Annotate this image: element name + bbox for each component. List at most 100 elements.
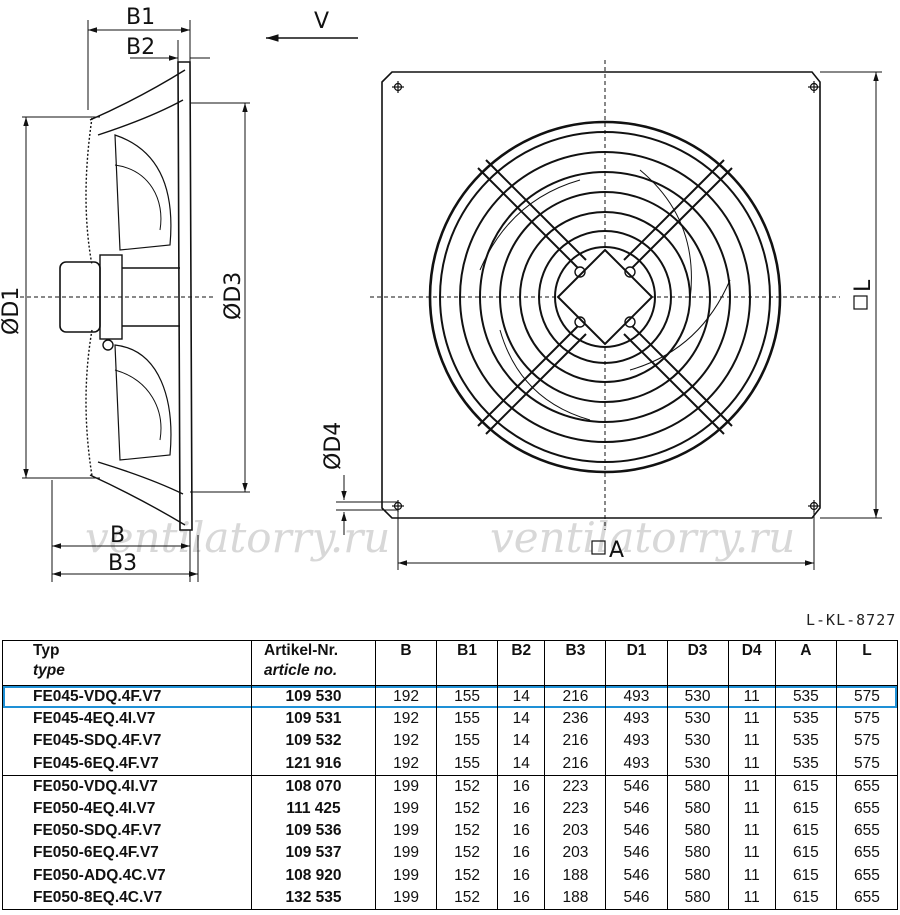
cell-a: 615	[774, 886, 837, 910]
cell-b3: 216	[544, 685, 606, 709]
cell-b2: 14	[497, 708, 545, 731]
cell-d3: 530	[666, 708, 729, 731]
cell-article: 132 535	[251, 886, 376, 910]
cell-article: 109 530	[251, 685, 376, 709]
cell-a: 535	[774, 708, 837, 731]
cell-l: 575	[835, 752, 899, 776]
cell-d3: 580	[666, 842, 729, 865]
cell-a: 615	[774, 797, 837, 821]
cell-b1: 155	[436, 708, 498, 731]
cell-d4: 11	[727, 708, 776, 731]
cell-type: FE045-SDQ.4F.V7	[2, 730, 252, 753]
dim-label-b2: B2	[126, 35, 155, 60]
cell-d4: 11	[727, 797, 776, 821]
cell-d4: 11	[727, 752, 776, 776]
cell-b: 192	[374, 752, 437, 776]
cell-d4: 11	[727, 820, 776, 843]
header-article: Artikel-Nr. article no.	[251, 640, 376, 686]
cell-article: 108 070	[251, 774, 376, 798]
cell-b: 192	[374, 685, 437, 709]
cell-b: 199	[374, 820, 437, 843]
dim-label-l: L	[851, 279, 876, 292]
cell-d1: 493	[605, 730, 667, 753]
cell-type: FE050-8EQ.4C.V7	[2, 886, 252, 910]
cell-b1: 155	[436, 730, 498, 753]
cell-a: 615	[774, 774, 837, 798]
header-col-b1: B1	[436, 640, 498, 686]
watermark-left: ventilatorry.ru	[85, 513, 390, 562]
cell-article: 111 425	[251, 797, 376, 821]
cell-d3: 580	[666, 797, 729, 821]
cell-b1: 152	[436, 820, 498, 843]
cell-b3: 188	[544, 886, 606, 910]
cell-d1: 546	[605, 886, 667, 910]
dim-label-d1: ØD1	[0, 287, 24, 335]
cell-b2: 14	[497, 685, 545, 709]
cell-d1: 493	[605, 708, 667, 731]
watermark-right: ventilatorry.ru	[490, 513, 795, 562]
cell-d1: 546	[605, 864, 667, 887]
square-symbol-l	[853, 295, 868, 310]
cell-b1: 152	[436, 797, 498, 821]
cell-d3: 580	[666, 886, 729, 910]
cell-a: 615	[774, 864, 837, 887]
cell-d3: 530	[666, 685, 729, 709]
cell-b2: 14	[497, 752, 545, 776]
front-view	[336, 60, 882, 570]
header-col-a: A	[774, 640, 837, 686]
cell-article: 108 920	[251, 864, 376, 887]
cell-b2: 16	[497, 797, 545, 821]
cell-b1: 155	[436, 685, 498, 709]
cell-d4: 11	[727, 842, 776, 865]
cell-l: 575	[835, 708, 899, 731]
cell-b1: 152	[436, 774, 498, 798]
cell-b1: 152	[436, 842, 498, 865]
cell-d1: 546	[605, 774, 667, 798]
cell-d4: 11	[727, 886, 776, 910]
cell-type: FE045-VDQ.4F.V7	[2, 685, 252, 709]
cell-d3: 580	[666, 774, 729, 798]
cell-a: 535	[774, 685, 837, 709]
cell-d3: 530	[666, 730, 729, 753]
cell-l: 655	[835, 886, 899, 910]
dim-label-b: B	[110, 523, 125, 548]
side-view	[20, 20, 250, 582]
airflow-label-v: V	[314, 9, 329, 34]
cell-d1: 546	[605, 820, 667, 843]
cell-article: 121 916	[251, 752, 376, 776]
cell-l: 655	[835, 864, 899, 887]
cell-d4: 11	[727, 864, 776, 887]
dim-label-a: A	[609, 538, 624, 563]
cell-type: FE050-VDQ.4I.V7	[2, 774, 252, 798]
cell-b2: 16	[497, 864, 545, 887]
cell-a: 535	[774, 730, 837, 753]
square-symbol-a	[591, 540, 606, 555]
cell-type: FE050-6EQ.4F.V7	[2, 842, 252, 865]
cell-b3: 236	[544, 708, 606, 731]
cell-d1: 493	[605, 685, 667, 709]
dim-label-d3: ØD3	[221, 272, 246, 320]
drawing-code: L-KL-8727	[806, 611, 897, 629]
cell-a: 535	[774, 752, 837, 776]
cell-article: 109 536	[251, 820, 376, 843]
header-col-b: B	[374, 640, 437, 686]
cell-l: 655	[835, 842, 899, 865]
header-col-d1: D1	[605, 640, 667, 686]
cell-b3: 188	[544, 864, 606, 887]
cell-d3: 580	[666, 820, 729, 843]
header-type: Typ type	[2, 640, 252, 686]
cell-b3: 216	[544, 730, 606, 753]
cell-b3: 203	[544, 820, 606, 843]
header-col-l: L	[835, 640, 899, 686]
fan-technical-drawing: ventilatorry.ru ventilatorry.ru	[0, 5, 882, 582]
cell-article: 109 532	[251, 730, 376, 753]
cell-l: 575	[835, 685, 899, 709]
cell-b: 192	[374, 708, 437, 731]
